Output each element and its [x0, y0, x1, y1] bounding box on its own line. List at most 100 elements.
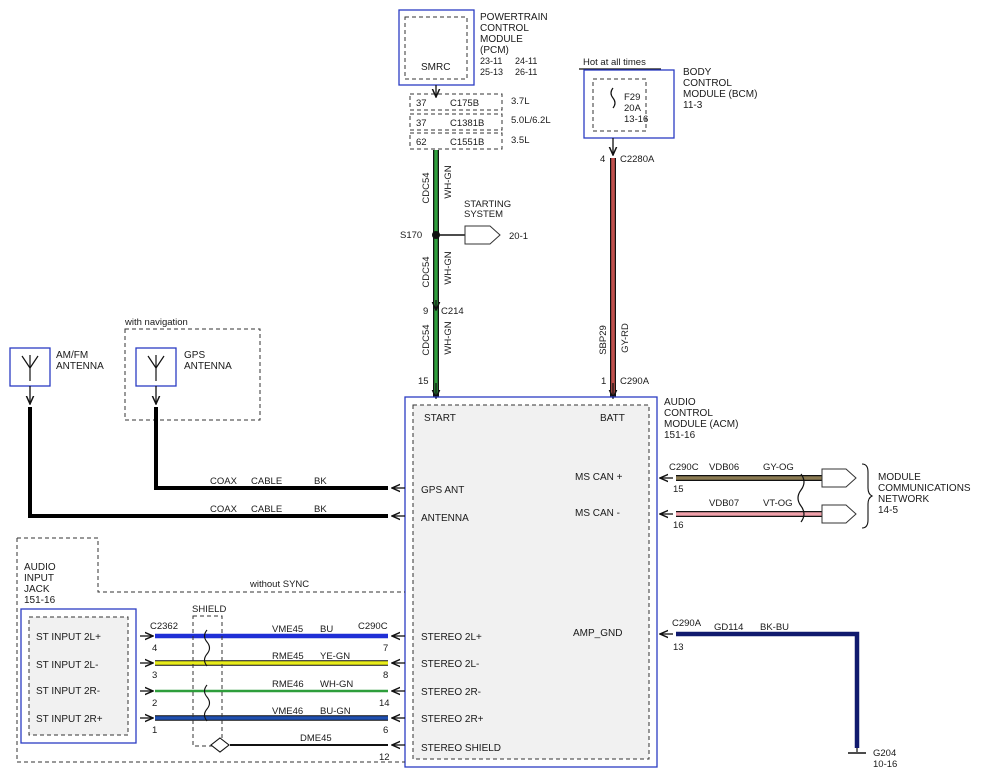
circuit-label: DME45 [300, 733, 332, 744]
shield-label: SHIELD [192, 604, 226, 615]
circuit-label: SBP29 [598, 325, 609, 355]
acm-pin-label: START [424, 413, 456, 424]
acm-pin-label: STEREO 2R+ [421, 714, 484, 725]
circuit-label: CDC54 [421, 256, 432, 287]
wire-color-label: BU [320, 624, 333, 635]
wire-color-label: YE-GN [320, 651, 350, 662]
acm-pin-label: BATT [600, 413, 625, 424]
acm-title-line: AUDIO [664, 397, 696, 408]
jack-title-line: INPUT [24, 573, 54, 584]
pcm-pin: 62 [416, 137, 427, 148]
jack-pin: 1 [152, 725, 157, 736]
jack-title-line: AUDIO [24, 562, 56, 573]
wire-color-label: BU-GN [320, 706, 351, 717]
circuit-label: VDB07 [709, 498, 739, 509]
jack-title-line: JACK [24, 584, 50, 595]
pcm-ref: 25-13 [480, 67, 503, 77]
gps-title-line: ANTENNA [184, 361, 232, 372]
amfm-title-line: ANTENNA [56, 361, 104, 372]
coax-label: COAX [210, 504, 238, 515]
jack-input-label: ST INPUT 2L- [36, 660, 98, 671]
acm-pin: 1 [601, 376, 606, 387]
wire-color-label: WH-GN [320, 679, 353, 690]
jack-input-label: ST INPUT 2R+ [36, 714, 103, 725]
antenna-icon [147, 355, 165, 381]
pcm-title-line: (PCM) [480, 45, 509, 56]
acm-pin: 15 [418, 376, 429, 387]
jack-pin: 3 [152, 670, 157, 681]
acm-pin: 15 [673, 484, 684, 495]
wire-color-label: GY-RD [620, 323, 631, 353]
acm-title-line: MODULE (ACM) [664, 419, 738, 430]
jack-pin: 2 [152, 698, 157, 709]
acm-pin: 14 [379, 698, 390, 709]
acm-pin: 13 [673, 642, 684, 653]
acm-title-line: CONTROL [664, 408, 713, 419]
acm-pin: 12 [379, 752, 390, 763]
network-title-line: 14-5 [878, 505, 898, 516]
fuse-icon [610, 87, 616, 109]
jack-option: without SYNC [249, 579, 309, 590]
jack-conn: C2362 [150, 621, 178, 632]
wire-color-label: WH-GN [443, 251, 454, 284]
twisted-pair-icon [203, 629, 211, 667]
jack-input-label: ST INPUT 2R- [36, 686, 100, 697]
gps-title-line: GPS [184, 350, 205, 361]
network-title-line: MODULE [878, 472, 921, 483]
pcm-ref: 26-11 [515, 67, 537, 77]
start-wire: CDC54 WH-GN S170 STARTING SYSTEM 20-1 CD… [400, 85, 528, 398]
jack-pin: 4 [152, 643, 157, 654]
ground-ref: 10-16 [873, 759, 897, 770]
pcm-title-line: CONTROL [480, 23, 529, 34]
fuse-ref: 13-16 [624, 114, 648, 125]
network-arrow [821, 504, 857, 524]
gps-option: with navigation [124, 317, 188, 328]
gps-antenna: with navigation GPS ANTENNA [124, 317, 405, 488]
circuit-label: CDC54 [421, 172, 432, 203]
jack-title-line: 151-16 [24, 595, 56, 606]
branch-label: STARTING [464, 199, 511, 210]
acm-title-line: 151-16 [664, 430, 696, 441]
inline-pin: 9 [423, 306, 428, 317]
antenna-icon [21, 355, 39, 381]
network-title-line: COMMUNICATIONS [878, 483, 971, 494]
audio-input-jack: without SYNC AUDIO INPUT JACK 151-16 ST … [16, 537, 405, 763]
acm-pin: 6 [383, 725, 388, 736]
bcm-title-line: CONTROL [683, 78, 732, 89]
pcm-title-line: POWERTRAIN [480, 12, 548, 23]
pcm-ref: 24-11 [515, 56, 537, 66]
shield-drain-icon [210, 737, 230, 753]
wire-color-label: GY-OG [763, 462, 794, 473]
network-bracket [861, 463, 874, 529]
bcm-module: Hot at all times F29 20A 13-16 BODY CONT… [579, 57, 757, 139]
bcm-title-line: 11-3 [683, 100, 703, 111]
pcm-conn: C175B [450, 98, 479, 109]
engine-option: 5.0L/6.2L [511, 115, 551, 126]
acm-pin: 7 [383, 643, 388, 654]
can-conn: C290C [669, 462, 699, 473]
pcm-module: SMRC POWERTRAIN CONTROL MODULE (PCM) 23-… [398, 9, 548, 86]
network-arrow [821, 468, 857, 488]
batt-wire: 4 C2280A SBP29 GY-RD 1 C290A [598, 138, 655, 398]
pcm-conn: C1551B [450, 137, 484, 148]
twisted-pair-icon [797, 473, 805, 523]
wire-color-label: BK-BU [760, 622, 789, 633]
amfm-antenna: AM/FM ANTENNA [9, 347, 405, 516]
engine-option: 3.5L [511, 135, 530, 146]
ground-name: G204 [873, 748, 896, 759]
wire-color-label: VT-OG [763, 498, 793, 509]
wire-color-label: WH-GN [443, 321, 454, 354]
acm-pin-label: GPS ANT [421, 485, 464, 496]
circuit-label: VME45 [272, 624, 303, 635]
inline-conn: C214 [441, 306, 464, 317]
acm-pin-label: MS CAN + [575, 472, 623, 483]
acm-pin-label: MS CAN - [575, 508, 620, 519]
pcm-conn: C1381B [450, 118, 484, 129]
amp-ground: C290A GD114 BK-BU 13 G204 10-16 [660, 618, 897, 770]
fuse-name: F29 [624, 92, 640, 103]
circuit-label: VME46 [272, 706, 303, 717]
acm-pin-label: STEREO 2R- [421, 687, 481, 698]
acm-pin-label: STEREO SHIELD [421, 743, 501, 754]
pcm-pin: 37 [416, 98, 427, 109]
